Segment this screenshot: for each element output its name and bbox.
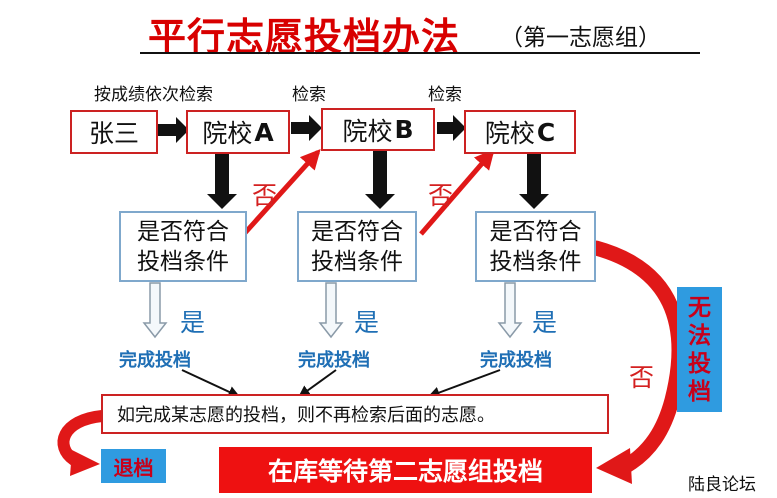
no-label-3: 否 [629,363,655,392]
watermark: 陆良论坛 [688,475,756,495]
condition-box-c: 是否符合 投档条件 [475,211,596,282]
arrow-no-b-to-c [419,148,495,236]
condition-b-line1: 是否符合 [311,218,403,245]
arrow-note-to-retreat [57,410,108,476]
yes-label-3: 是 [532,308,558,337]
no-label-2: 否 [428,181,454,210]
school-b-letter: B [394,115,414,144]
no-label-1: 否 [252,181,278,210]
done-label-2: 完成投档 [298,350,370,371]
arrow-no-c-to-bottom [588,240,687,484]
condition-a-line2: 投档条件 [137,248,229,275]
arrow-b-down [365,150,395,209]
arrow-done2-to-note [298,369,337,398]
label-search-2: 检索 [428,85,462,105]
arrow-no-a-to-b [242,149,321,236]
yes-label-1: 是 [180,308,206,337]
arrow-c-down [519,152,549,209]
page-title: 平行志愿投档办法 [148,14,461,59]
arrow-a-to-b [291,115,322,141]
label-search-by-score: 按成绩依次检索 [94,85,213,105]
school-a-prefix: 院校 [202,119,253,148]
arrow-yes-2 [318,282,344,339]
page-subtitle: （第一志愿组） [500,25,661,51]
yes-label-2: 是 [354,308,380,337]
school-c-letter: C [536,117,556,147]
arrow-done3-to-note [427,369,501,399]
done-label-1: 完成投档 [119,350,191,371]
arrow-zhangsan-to-a [158,117,189,143]
arrow-yes-1 [142,282,168,339]
condition-box-a: 是否符合 投档条件 [119,211,247,282]
arrow-done1-to-note [181,369,241,398]
done-label-3: 完成投档 [480,350,552,371]
arrow-a-down [207,153,237,209]
school-a-letter: A [254,117,274,147]
condition-b-line2: 投档条件 [311,248,403,275]
condition-a-line1: 是否符合 [137,218,229,245]
note-box: 如完成某志愿的投档，则不再检索后面的志愿。 [101,394,609,434]
label-search-1: 检索 [292,85,326,105]
school-b-prefix: 院校 [342,116,393,146]
school-c-prefix: 院校 [484,119,535,148]
no-filing-box: 无 法 投 档 [677,287,722,412]
no-filing-char-3: 投 [688,350,711,377]
student-box: 张三 [70,110,158,154]
condition-box-b: 是否符合 投档条件 [297,211,417,282]
no-filing-char-4: 档 [688,378,711,405]
second-group-bar: 在库等待第二志愿组投档 [219,447,592,493]
arrow-yes-3 [497,282,523,339]
no-filing-char-1: 无 [688,294,711,321]
condition-c-line2: 投档条件 [489,248,582,275]
no-filing-char-2: 法 [688,322,711,349]
retreat-box: 退档 [101,449,166,483]
title-underline [140,52,700,54]
condition-c-line1: 是否符合 [489,218,582,245]
arrow-b-to-c [437,115,466,141]
